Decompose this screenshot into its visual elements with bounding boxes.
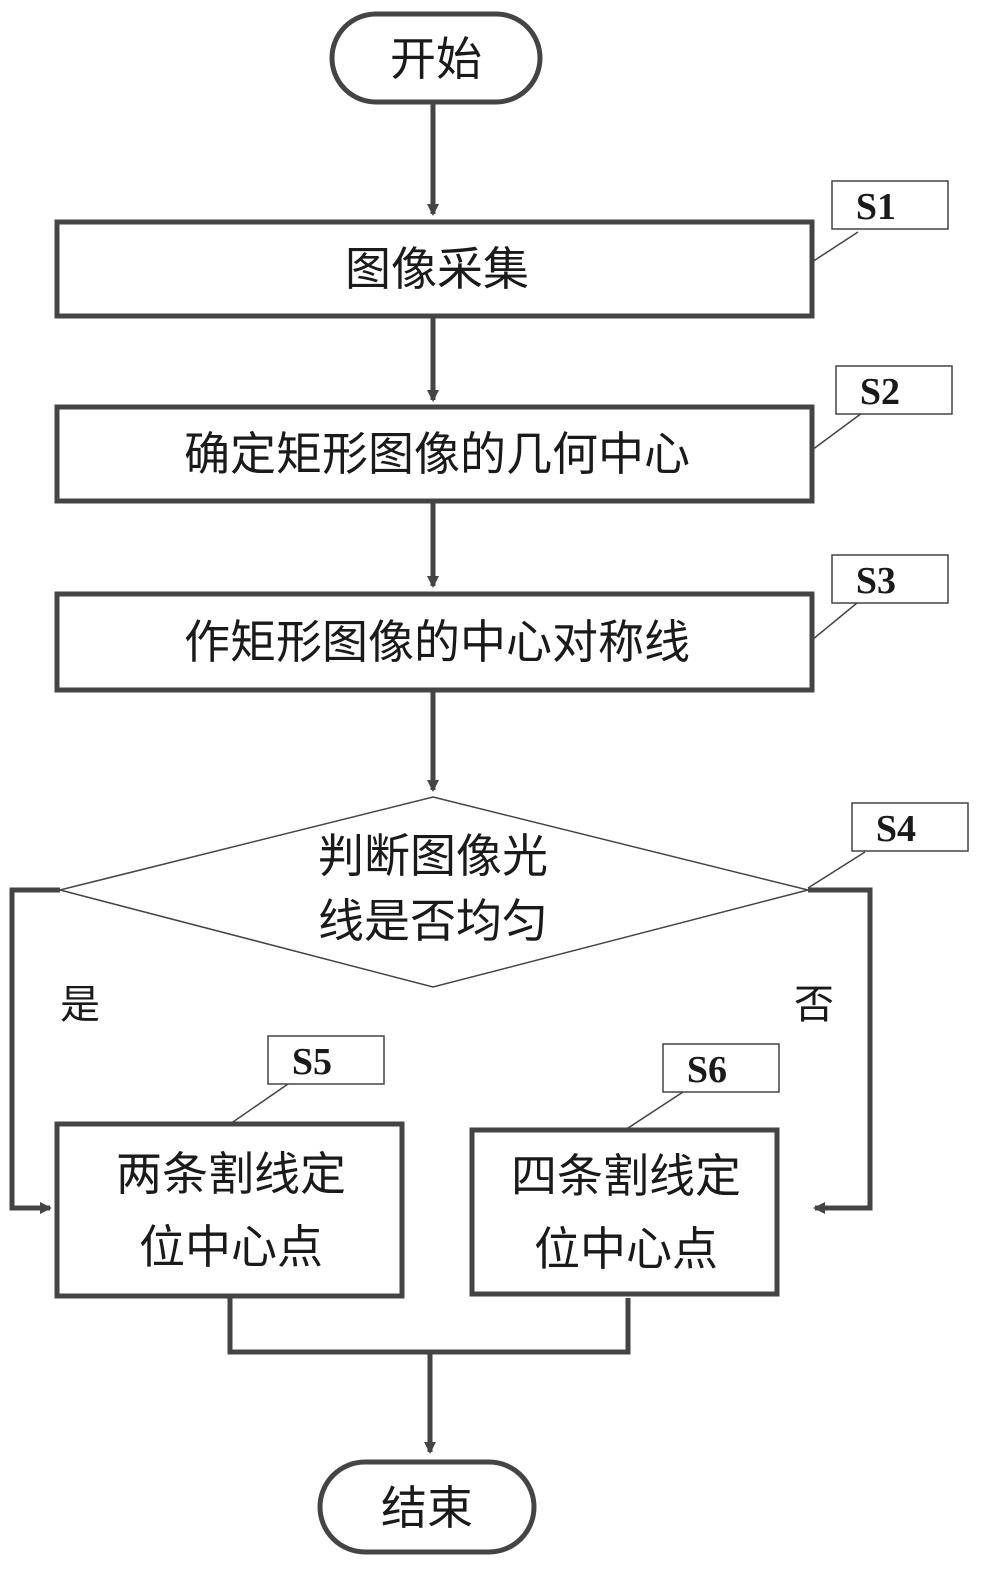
- label-s6: S6: [662, 1043, 780, 1093]
- step-labels: S1 S2 S3 S4 S5 S6: [267, 180, 969, 1093]
- s5-text-line1: 两条割线定: [116, 1147, 346, 1201]
- label-s1: S1: [831, 180, 949, 230]
- s1-box: [54, 219, 815, 319]
- s6-text-line2: 位中心点: [534, 1222, 718, 1276]
- step-s2: 确定矩形图像的几何中心: [54, 404, 815, 504]
- label-s5-text: S5: [292, 1041, 332, 1083]
- label-s2-box: [835, 365, 953, 415]
- s5-box: [54, 1121, 405, 1299]
- branch-yes-label: 是: [60, 982, 100, 1028]
- arrow-no-branch: [808, 887, 873, 1214]
- label-s4-text: S4: [876, 808, 916, 850]
- label-s4: S4: [851, 802, 969, 852]
- s5-text-line2: 位中心点: [139, 1220, 323, 1274]
- branch-no-label: 否: [794, 982, 834, 1028]
- s2-box: [54, 404, 815, 504]
- label-s3: S3: [831, 554, 949, 604]
- s3-box: [54, 591, 815, 693]
- leader-s5: [229, 1083, 289, 1125]
- step-s6: 四条割线定 位中心点: [469, 1127, 780, 1297]
- s4-text-line2: 线是否均匀: [318, 894, 548, 948]
- end-text: 结束: [381, 1481, 473, 1535]
- label-s1-box: [831, 180, 949, 230]
- end-node: 结束: [317, 1459, 537, 1555]
- connectors: [9, 102, 873, 1454]
- label-s6-text: S6: [687, 1049, 727, 1091]
- label-s3-box: [831, 554, 949, 604]
- step-s5: 两条割线定 位中心点: [54, 1121, 405, 1299]
- arrow-yes-branch: [9, 887, 60, 1214]
- step-s1: 图像采集: [54, 219, 815, 319]
- label-s4-box: [851, 802, 969, 852]
- s6-text-line1: 四条割线定: [511, 1149, 741, 1203]
- s4-diamond: [59, 796, 809, 988]
- s3-text: 作矩形图像的中心对称线: [184, 615, 690, 669]
- label-s3-text: S3: [856, 560, 896, 602]
- label-s5: S5: [267, 1035, 385, 1085]
- leader-s2: [811, 412, 863, 451]
- decision-s4: 判断图像光 线是否均匀: [59, 796, 809, 988]
- label-s2: S2: [835, 365, 953, 415]
- s4-text-line1: 判断图像光: [318, 829, 548, 883]
- label-s2-text: S2: [860, 371, 900, 413]
- merge-line: [227, 1298, 631, 1355]
- step-s3: 作矩形图像的中心对称线: [54, 591, 815, 693]
- label-s6-box: [662, 1043, 780, 1093]
- end-terminal: [317, 1459, 537, 1555]
- label-s5-box: [267, 1035, 385, 1085]
- leader-s1: [811, 231, 859, 263]
- leader-s6: [624, 1091, 684, 1131]
- start-terminal: [329, 11, 543, 105]
- s6-box: [469, 1127, 780, 1297]
- label-s1-text: S1: [856, 186, 896, 228]
- leader-s4: [807, 851, 866, 889]
- start-node: 开始: [329, 11, 543, 105]
- s2-text: 确定矩形图像的几何中心: [184, 427, 690, 481]
- s1-text: 图像采集: [345, 242, 529, 296]
- start-text: 开始: [390, 32, 482, 86]
- leader-s3: [811, 602, 858, 641]
